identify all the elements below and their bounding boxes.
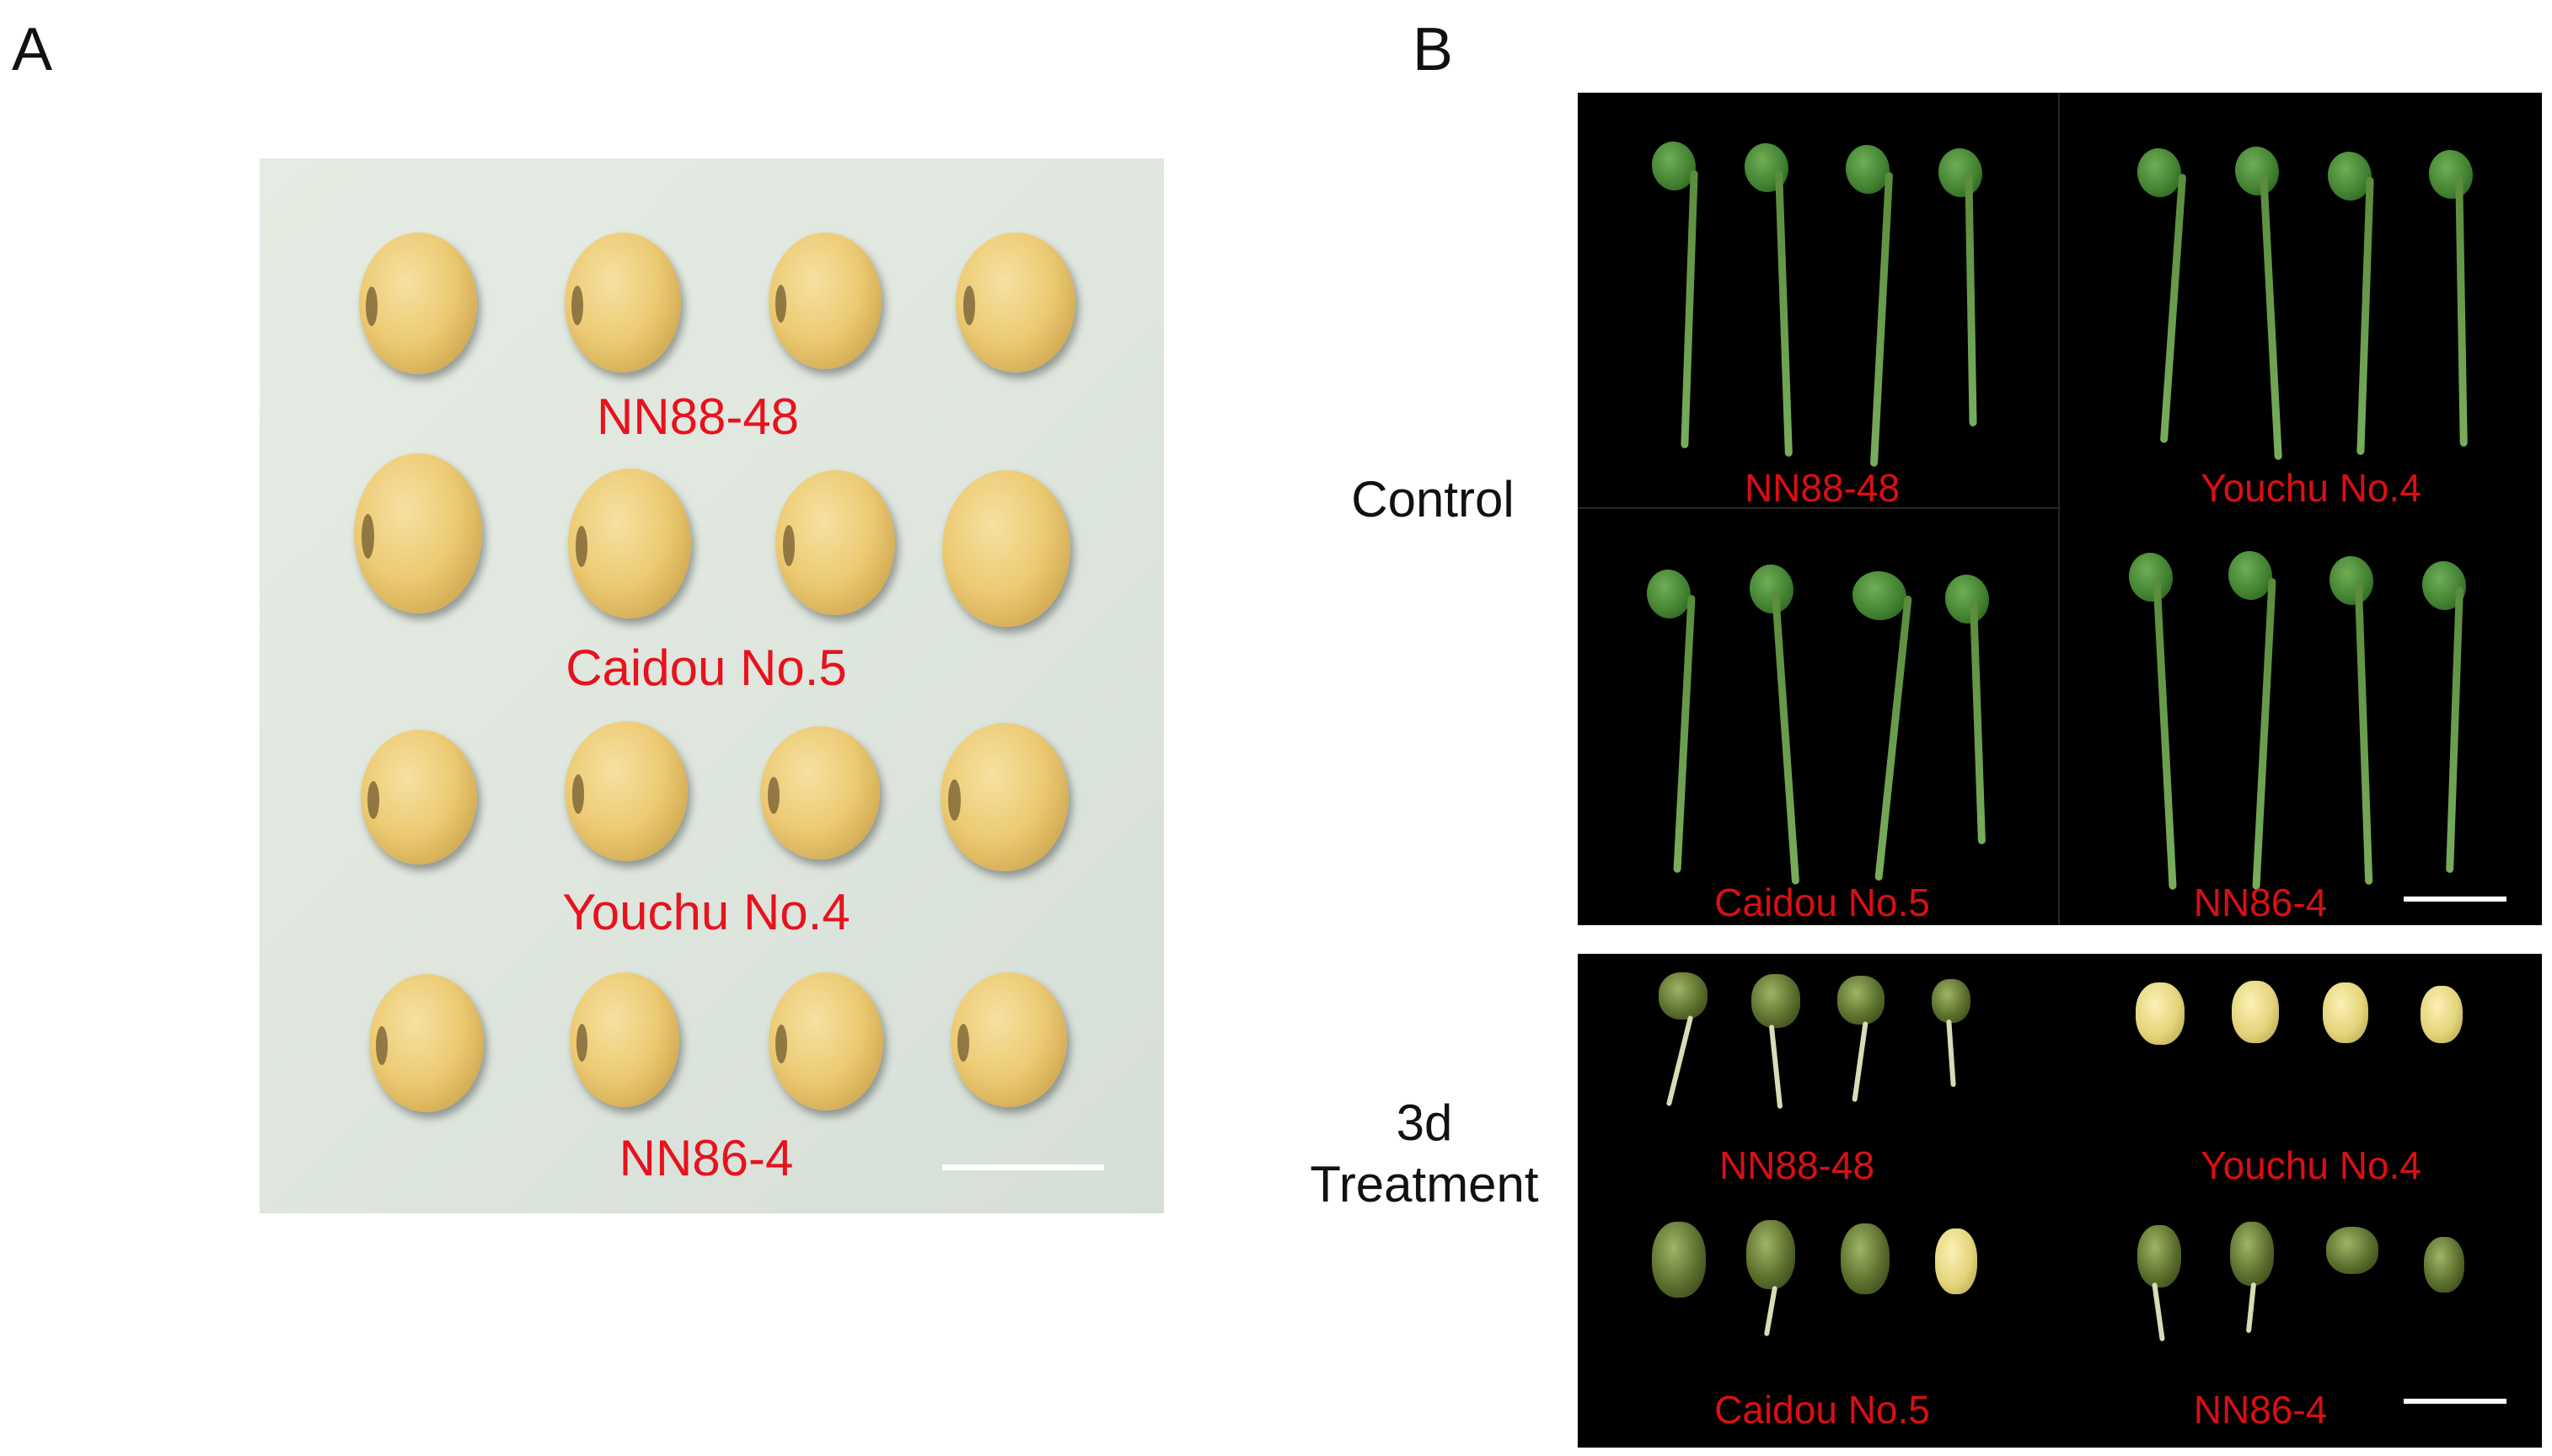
seed (942, 470, 1070, 627)
scale-bar (942, 1164, 1104, 1170)
seedling-stem (2153, 578, 2177, 890)
seed (369, 974, 484, 1112)
treated-seedling (2230, 1222, 2274, 1286)
treated-seedling (2424, 1237, 2464, 1293)
cotyledon (2429, 150, 2473, 199)
seedling-stem (2354, 581, 2373, 886)
cotyledon (1846, 145, 1890, 194)
seed-label-caidou-no5: Caidou No.5 (566, 640, 847, 696)
seed (941, 723, 1069, 871)
seed-label-nn88-48: NN88-48 (596, 388, 800, 445)
ungerminated-seed (2421, 986, 2463, 1043)
seedling-stem (1771, 590, 1800, 885)
seedling-stem (2260, 173, 2282, 461)
row-label-3d-treatment: 3d Treatment (1310, 1095, 1539, 1213)
treated-seedling (1652, 1222, 1706, 1298)
treated-seedling (1659, 972, 1708, 1020)
seedling-stem (2252, 578, 2276, 890)
treated-seedling (1841, 1223, 1890, 1294)
root (1946, 1019, 1956, 1088)
scale-bar (2404, 1399, 2506, 1404)
seedling-stem (1969, 599, 1986, 845)
seed (565, 233, 681, 372)
seed (956, 233, 1075, 372)
panel-a-letter: A (12, 16, 53, 83)
seed-tray-photo: NN88-48 Caidou No.5 Youchu No.4 NN86-4 (260, 158, 1164, 1213)
seed (568, 468, 691, 618)
treatment-photo: NN88-48 Youchu No.4 Caidou No.5 NN86-4 (1578, 954, 2542, 1448)
seed-label-nn86-4: NN86-4 (619, 1130, 794, 1186)
root (1665, 1014, 1694, 1107)
root (1763, 1285, 1778, 1337)
cotyledon (2129, 553, 2173, 602)
cotyledon (1750, 565, 1793, 613)
control-photo: NN88-48 Youchu No.4 Caidou No.5 NN86-4 (1578, 93, 2542, 925)
seedling-stem (2356, 176, 2374, 456)
cotyledon (2228, 551, 2272, 600)
cotyledon (2137, 148, 2181, 197)
seedling-stem (1673, 594, 1696, 874)
treated-seedling (1751, 974, 1800, 1028)
cotyledon (1938, 148, 1982, 197)
seed (570, 972, 679, 1107)
ungerminated-seed (2136, 982, 2185, 1045)
treated-seedling (1837, 976, 1885, 1025)
seed (361, 730, 477, 864)
divider-vertical (2058, 93, 2060, 925)
root (1852, 1021, 1868, 1102)
seed (565, 721, 688, 861)
cotyledon (1647, 570, 1691, 618)
seedling-stem (1869, 172, 1894, 467)
seed (775, 470, 895, 615)
root (2152, 1282, 2165, 1342)
seed-label-youchu-no4: Youchu No.4 (562, 884, 850, 940)
control-label-caidou-no5: Caidou No.5 (1714, 881, 1930, 924)
control-label-youchu-no4: Youchu No.4 (2201, 466, 2421, 510)
ungerminated-seed (2232, 981, 2279, 1043)
cotyledon (2328, 152, 2372, 201)
seed (359, 233, 477, 374)
seedling-stem (2159, 174, 2187, 443)
cotyledon (1945, 575, 1989, 624)
treated-seedling (1932, 979, 1970, 1023)
cotyledon (2235, 147, 2279, 195)
seed (769, 233, 882, 369)
treatment-label-youchu-no4: Youchu No.4 (2201, 1143, 2421, 1187)
seed (951, 972, 1067, 1107)
seed (760, 726, 880, 859)
root (1768, 1024, 1783, 1110)
treatment-label-nn88-48: NN88-48 (1718, 1143, 1875, 1187)
seedling-stem (2446, 586, 2464, 874)
panel-b-letter: B (1413, 16, 1454, 83)
seedling-stem (1775, 169, 1793, 458)
ungerminated-seed (2323, 982, 2368, 1043)
control-label-nn86-4: NN86-4 (2193, 881, 2328, 924)
treated-seedling (2137, 1225, 2181, 1287)
seed (769, 972, 883, 1111)
seedling-stem (1874, 595, 1912, 881)
seed (354, 453, 482, 613)
treated-seedling (2326, 1227, 2378, 1274)
row-label-control: Control (1351, 471, 1515, 527)
ungerminated-seed (1935, 1228, 1977, 1294)
treatment-label-nn86-4: NN86-4 (2193, 1388, 2328, 1432)
scale-bar (2404, 897, 2506, 902)
cotyledon (2330, 556, 2373, 605)
cotyledon (1652, 142, 1696, 190)
root (2245, 1282, 2257, 1334)
seedling-stem (2455, 176, 2468, 447)
cotyledon (1852, 571, 1906, 620)
treatment-label-caidou-no5: Caidou No.5 (1714, 1388, 1930, 1432)
control-label-nn88-48: NN88-48 (1744, 466, 1901, 510)
seedling-stem (1965, 173, 1977, 427)
seedling-stem (1681, 169, 1698, 449)
treated-seedling (1746, 1220, 1795, 1289)
divider-horizontal (1578, 507, 2058, 509)
